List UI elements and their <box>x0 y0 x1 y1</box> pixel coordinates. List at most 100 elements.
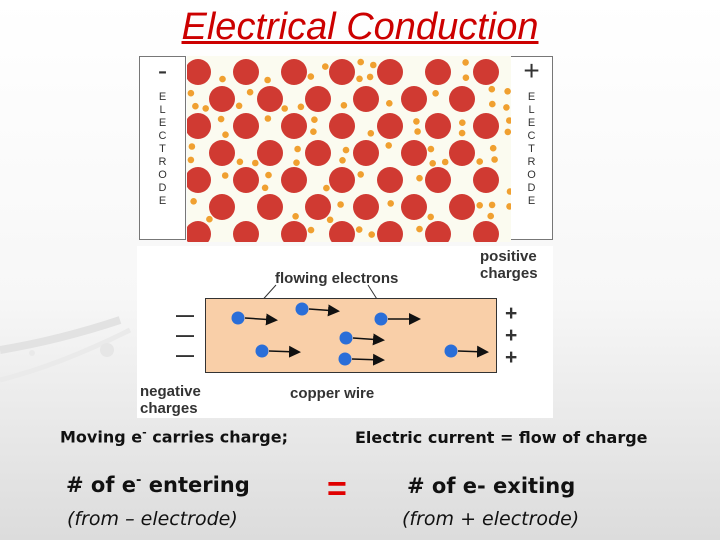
free-electron <box>292 213 299 220</box>
metal-ion <box>305 194 331 220</box>
electron-arrow <box>338 352 385 366</box>
electrode-letter: R <box>158 156 167 168</box>
free-electron <box>368 231 375 238</box>
metal-ion <box>281 167 307 193</box>
moving-electrons-caption: Moving e- carries charge; <box>60 426 288 446</box>
metal-ion <box>425 167 451 193</box>
metal-ion <box>473 167 499 193</box>
electrode-letter: E <box>158 91 167 103</box>
electron-flow <box>231 302 489 366</box>
electron-arrow <box>295 302 340 317</box>
metal-ion <box>209 86 235 112</box>
metal-ion <box>257 140 283 166</box>
electrode-label-right: E L E C T R O D E <box>511 91 552 208</box>
free-electron <box>357 171 364 178</box>
metal-ion <box>377 221 403 242</box>
free-electron <box>414 128 421 135</box>
superscript-minus: - <box>142 426 147 439</box>
minus-sign: — <box>176 325 194 345</box>
metal-ion <box>425 221 451 242</box>
free-electron <box>462 59 469 66</box>
free-electron <box>236 158 244 166</box>
metal-ion <box>329 221 355 242</box>
plus-signs: + + + <box>505 303 517 369</box>
metal-ion <box>233 59 259 85</box>
free-electron <box>294 145 301 153</box>
free-electron <box>506 203 511 210</box>
metal-ion <box>329 113 355 139</box>
free-electron <box>265 171 272 179</box>
metal-ion <box>377 113 403 139</box>
free-electron <box>307 226 315 234</box>
plus-sign: + <box>505 346 518 369</box>
free-electron <box>340 102 348 109</box>
metal-ion <box>281 59 307 85</box>
metal-ion <box>187 113 211 139</box>
electrode-letter: E <box>527 195 536 207</box>
free-electron <box>264 76 271 84</box>
electrode-letter: E <box>158 117 167 129</box>
negative-electrode: - E L E C T R O D E <box>139 56 186 240</box>
electron-arrow <box>444 344 489 358</box>
free-electron <box>459 119 466 126</box>
plus-sign: + <box>505 324 518 347</box>
metal-ion <box>257 194 283 220</box>
free-electron <box>387 200 394 207</box>
metal-ion <box>425 59 451 85</box>
electron-arrow <box>374 312 421 326</box>
free-electron <box>458 129 466 137</box>
metal-ion <box>187 59 211 85</box>
free-electron <box>311 116 318 123</box>
metal-ion <box>209 194 235 220</box>
free-electron <box>370 61 377 69</box>
metal-ion <box>281 221 307 242</box>
free-electron <box>357 58 364 66</box>
metal-ion <box>233 113 259 139</box>
free-electron <box>235 102 243 110</box>
metal-ion <box>329 59 355 85</box>
page-title: Electrical Conduction <box>181 6 539 48</box>
metal-ion <box>305 140 331 166</box>
metal-ion <box>187 167 211 193</box>
metal-ion <box>473 59 499 85</box>
free-electron <box>491 156 498 163</box>
free-electron <box>432 90 439 97</box>
free-electron <box>476 158 484 165</box>
free-electron <box>261 184 269 192</box>
electrode-letter: R <box>527 156 536 168</box>
free-electron <box>342 146 350 154</box>
free-electron <box>367 130 375 137</box>
free-electron <box>506 188 511 195</box>
positive-electrode: + E L E C T R O D E <box>510 56 553 240</box>
from-negative-electrode: (from – electrode) <box>67 508 238 530</box>
free-electron <box>356 75 363 83</box>
electric-current-caption: Electric current = flow of charge <box>355 428 648 447</box>
negative-sign: - <box>157 55 168 86</box>
free-electron <box>488 85 496 93</box>
metal-ion <box>401 194 427 220</box>
minus-signs: — — — <box>176 305 194 365</box>
positive-label-line: charges <box>480 265 538 282</box>
free-electron <box>487 212 495 220</box>
free-electron <box>488 201 496 209</box>
copper-wire-label: copper wire <box>290 385 375 402</box>
metal-ion <box>401 140 427 166</box>
negative-label-line: negative <box>140 383 201 400</box>
metal-ion <box>473 113 499 139</box>
decorative-curves <box>0 316 132 383</box>
free-electron <box>503 104 510 111</box>
free-electron <box>222 131 229 138</box>
free-electron <box>429 160 436 167</box>
metal-ion <box>233 221 259 242</box>
free-electron <box>217 115 225 123</box>
free-electron <box>489 144 497 152</box>
electrode-letter: E <box>527 91 536 103</box>
metal-lattice <box>187 56 511 242</box>
electrode-letter: L <box>159 104 166 116</box>
free-electron <box>385 142 392 149</box>
free-electron <box>221 172 229 179</box>
metal-ion <box>377 59 403 85</box>
free-electron <box>506 117 511 124</box>
metal-ion <box>329 167 355 193</box>
metal-ion <box>401 86 427 112</box>
